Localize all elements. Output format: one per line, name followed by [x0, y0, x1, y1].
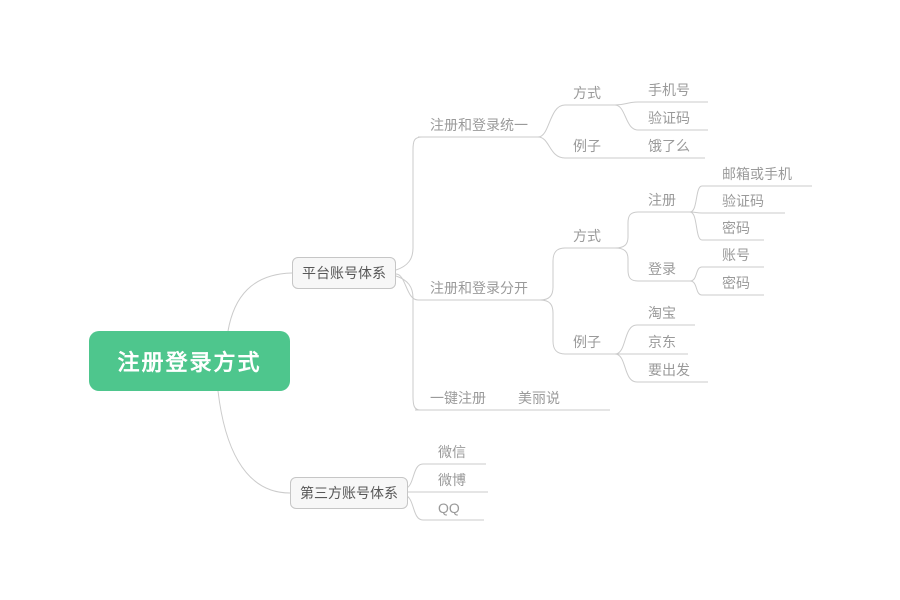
node-register[interactable]: 注册	[648, 192, 676, 208]
connector	[614, 324, 638, 355]
node-separate-example[interactable]: 例子	[573, 334, 601, 350]
node-login[interactable]: 登录	[648, 261, 676, 277]
connector	[689, 211, 703, 241]
node-register-login-unified[interactable]: 注册和登录统一	[430, 117, 528, 133]
node-taobao[interactable]: 淘宝	[648, 305, 676, 321]
connector-root-third	[217, 390, 291, 494]
connector	[395, 136, 423, 271]
branch-third-party-account-system[interactable]: 第三方账号体系	[290, 477, 408, 509]
node-jingdong[interactable]: 京东	[648, 334, 676, 350]
connector	[539, 299, 566, 355]
node-unified-example[interactable]: 例子	[573, 138, 601, 154]
node-phone-number[interactable]: 手机号	[648, 82, 690, 98]
connector	[614, 101, 639, 106]
connector	[539, 247, 566, 301]
connector	[689, 266, 703, 282]
node-email-or-phone[interactable]: 邮箱或手机	[722, 166, 792, 182]
root-topic[interactable]: 注册登录方式	[89, 331, 290, 391]
node-weibo[interactable]: 微博	[438, 472, 466, 488]
node-register-login-separate[interactable]: 注册和登录分开	[430, 280, 528, 296]
node-password-login[interactable]: 密码	[722, 275, 750, 291]
connector	[537, 104, 566, 138]
connector	[614, 211, 639, 249]
connector	[614, 353, 638, 383]
connector	[395, 273, 419, 301]
connector	[395, 275, 421, 411]
node-wechat[interactable]: 微信	[438, 444, 466, 460]
node-yaochufa[interactable]: 要出发	[648, 362, 690, 378]
node-meilishuo[interactable]: 美丽说	[518, 390, 560, 406]
node-separate-method[interactable]: 方式	[573, 228, 601, 244]
connector-root-platform	[227, 272, 293, 332]
connector	[614, 247, 639, 282]
node-qq[interactable]: QQ	[438, 500, 460, 516]
node-account[interactable]: 账号	[722, 247, 750, 263]
connector	[614, 104, 639, 131]
connector	[537, 136, 566, 159]
connector	[689, 280, 703, 296]
node-password-register[interactable]: 密码	[722, 220, 750, 236]
node-unified-method[interactable]: 方式	[573, 85, 601, 101]
branch-platform-account-system[interactable]: 平台账号体系	[292, 257, 396, 289]
node-eleme[interactable]: 饿了么	[648, 138, 690, 154]
node-verification-code-register[interactable]: 验证码	[722, 193, 764, 209]
node-one-click-register[interactable]: 一键注册	[430, 390, 486, 406]
node-verification-code-unified[interactable]: 验证码	[648, 110, 690, 126]
connector	[689, 185, 703, 213]
